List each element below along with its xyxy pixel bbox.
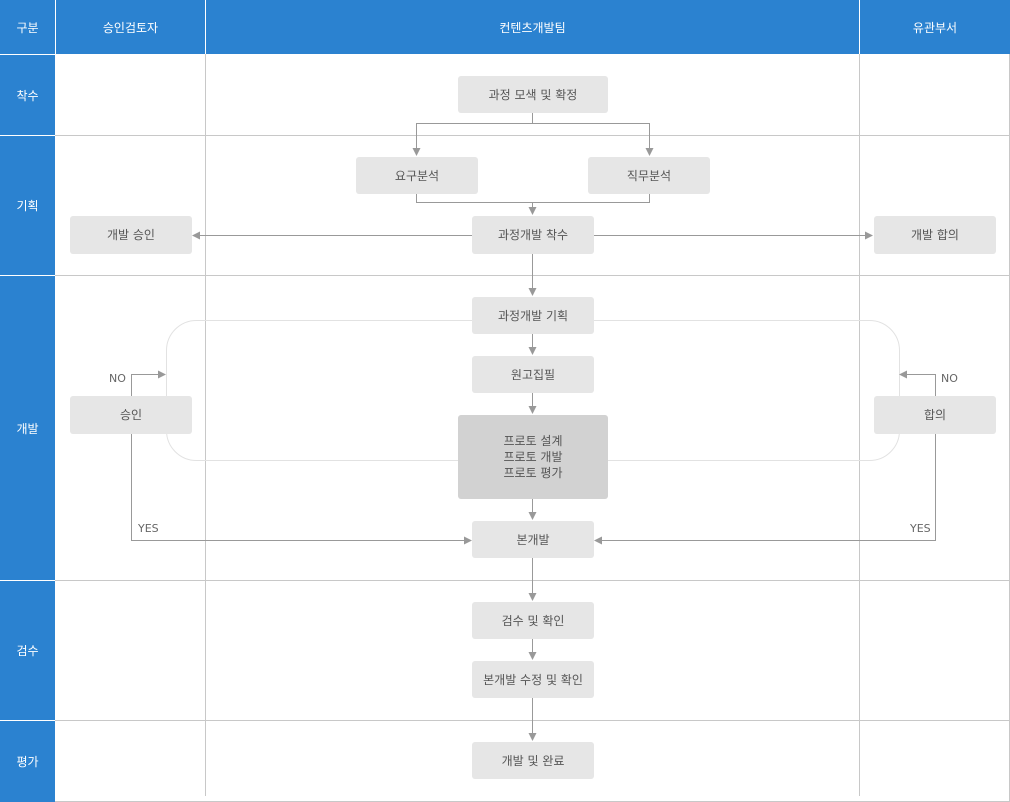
box-main-dev: 본개발 <box>472 521 594 558</box>
header-dept: 유관부서 <box>860 0 1010 54</box>
stage-development: 개발 <box>0 276 55 580</box>
label-no-left: NO <box>109 372 126 385</box>
connector-yes-left <box>131 434 472 545</box>
connector-merge <box>416 194 650 203</box>
connector-no-left <box>131 370 166 396</box>
box-prototype: 프로토 설계 프로토 개발 프로토 평가 <box>458 415 608 499</box>
box-explore: 과정 모색 및 확정 <box>458 76 608 113</box>
box-dev-agreement: 개발 합의 <box>874 216 996 254</box>
box-complete: 개발 및 완료 <box>472 742 594 779</box>
stage-evaluation: 평가 <box>0 721 55 802</box>
box-inspect: 검수 및 확인 <box>472 602 594 639</box>
header-team: 컨텐츠개발팀 <box>206 0 859 54</box>
box-course-start: 과정개발 착수 <box>472 216 594 254</box>
box-needs-analysis: 요구분석 <box>356 157 478 194</box>
label-yes-left: YES <box>138 522 159 535</box>
box-job-analysis: 직무분석 <box>588 157 710 194</box>
header-reviewer: 승인검토자 <box>56 0 205 54</box>
box-dev-approval: 개발 승인 <box>70 216 192 254</box>
box-revise: 본개발 수정 및 확인 <box>472 661 594 698</box>
label-no-right: NO <box>941 372 958 385</box>
stage-planning: 기획 <box>0 136 55 275</box>
box-approve: 승인 <box>70 396 192 434</box>
label-yes-right: YES <box>910 522 931 535</box>
box-agree: 합의 <box>874 396 996 434</box>
box-course-plan: 과정개발 기획 <box>472 297 594 334</box>
proto-eval-text: 프로토 평가 <box>503 466 563 480</box>
connector-explore-job <box>532 123 654 156</box>
stage-initiation: 착수 <box>0 55 55 135</box>
connector-explore-split <box>412 113 533 156</box>
header-stage: 구분 <box>0 0 55 54</box>
proto-dev-text: 프로토 개발 <box>503 450 563 464</box>
connector-no-right <box>899 370 936 396</box>
connector-yes-right <box>594 434 936 545</box>
stage-inspection: 검수 <box>0 581 55 720</box>
proto-design-text: 프로토 설계 <box>503 434 563 448</box>
box-draft-writing: 원고집필 <box>472 356 594 393</box>
